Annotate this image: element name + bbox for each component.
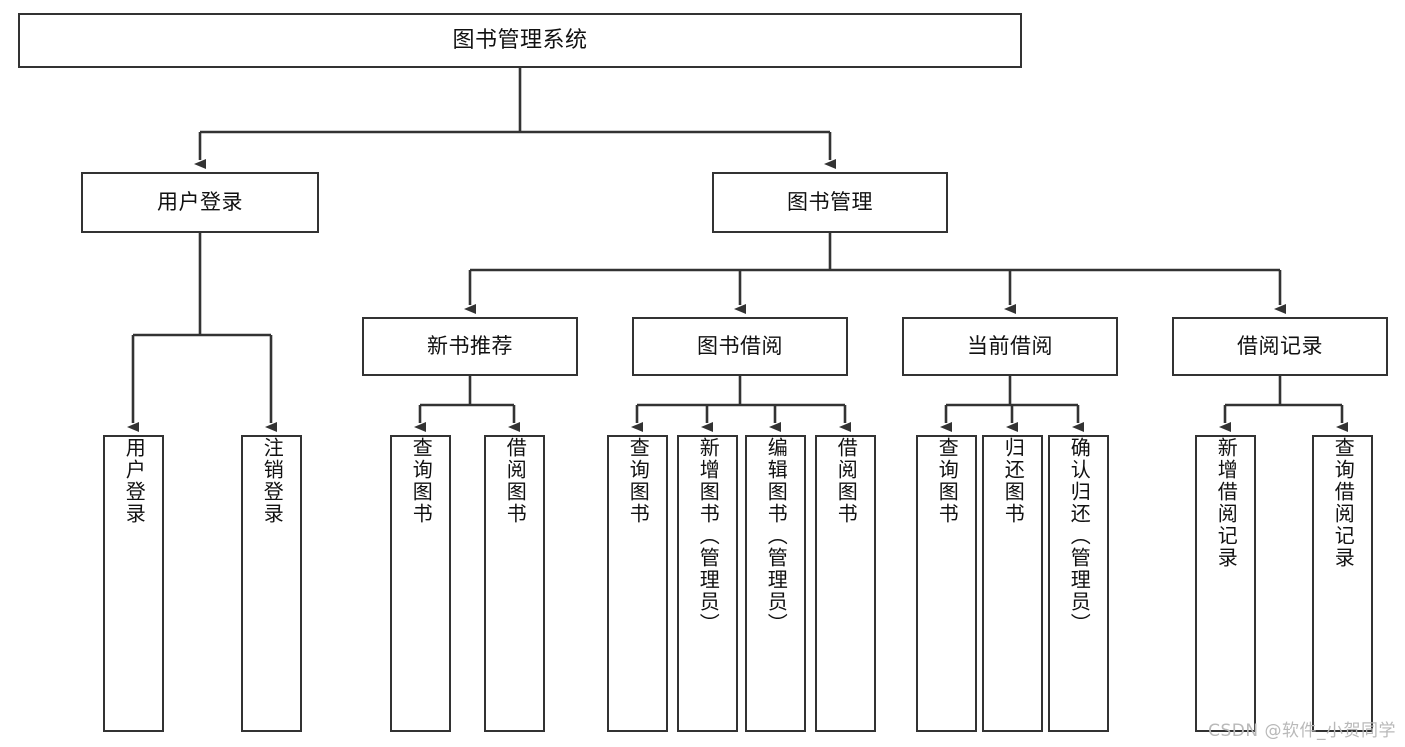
node-leaf-query-book-2-label: 查询图书 (626, 437, 651, 525)
node-leaf-user-login[interactable]: 用户登录 (103, 435, 164, 732)
node-leaf-query-book-2[interactable]: 查询图书 (607, 435, 668, 732)
node-leaf-query-record-label: 查询借阅记录 (1331, 437, 1356, 569)
node-leaf-return-book[interactable]: 归还图书 (982, 435, 1043, 732)
node-leaf-query-book-3[interactable]: 查询图书 (916, 435, 977, 732)
node-leaf-edit-book[interactable]: 编辑图书（管理员） (745, 435, 806, 732)
node-leaf-add-book-label: 新增图书（管理员） (696, 437, 721, 635)
node-user-login[interactable]: 用户登录 (81, 172, 319, 233)
node-leaf-user-login-label: 用户登录 (122, 437, 147, 525)
node-borrow-record-label: 借阅记录 (1237, 334, 1323, 359)
node-leaf-query-book-1[interactable]: 查询图书 (390, 435, 451, 732)
csdn-watermark: CSDN @软件_小贺同学 (1208, 721, 1396, 741)
node-book-borrow-label: 图书借阅 (697, 334, 783, 359)
node-leaf-logout-login[interactable]: 注销登录 (241, 435, 302, 732)
node-leaf-query-book-1-label: 查询图书 (409, 437, 434, 525)
node-borrow-record[interactable]: 借阅记录 (1172, 317, 1388, 376)
node-leaf-add-record[interactable]: 新增借阅记录 (1195, 435, 1256, 732)
node-leaf-return-book-label: 归还图书 (1001, 437, 1026, 525)
node-leaf-borrow-book-1-label: 借阅图书 (503, 437, 528, 525)
node-book-borrow[interactable]: 图书借阅 (632, 317, 848, 376)
node-leaf-query-book-3-label: 查询图书 (935, 437, 960, 525)
node-leaf-logout-login-label: 注销登录 (260, 437, 285, 525)
node-leaf-borrow-book-2[interactable]: 借阅图书 (815, 435, 876, 732)
node-new-book-recommend-label: 新书推荐 (427, 334, 513, 359)
node-leaf-confirm-return-label: 确认归还（管理员） (1067, 437, 1092, 635)
node-leaf-confirm-return[interactable]: 确认归还（管理员） (1048, 435, 1109, 732)
node-current-borrow-label: 当前借阅 (967, 334, 1053, 359)
node-user-login-label: 用户登录 (157, 190, 243, 215)
node-book-manage[interactable]: 图书管理 (712, 172, 948, 233)
node-leaf-add-record-label: 新增借阅记录 (1214, 437, 1239, 569)
node-leaf-query-record[interactable]: 查询借阅记录 (1312, 435, 1373, 732)
node-leaf-add-book[interactable]: 新增图书（管理员） (677, 435, 738, 732)
node-current-borrow[interactable]: 当前借阅 (902, 317, 1118, 376)
node-root-label: 图书管理系统 (452, 27, 588, 53)
node-new-book-recommend[interactable]: 新书推荐 (362, 317, 578, 376)
node-root[interactable]: 图书管理系统 (18, 13, 1022, 68)
node-leaf-edit-book-label: 编辑图书（管理员） (764, 437, 789, 635)
node-book-manage-label: 图书管理 (787, 190, 873, 215)
node-leaf-borrow-book-2-label: 借阅图书 (834, 437, 859, 525)
node-leaf-borrow-book-1[interactable]: 借阅图书 (484, 435, 545, 732)
